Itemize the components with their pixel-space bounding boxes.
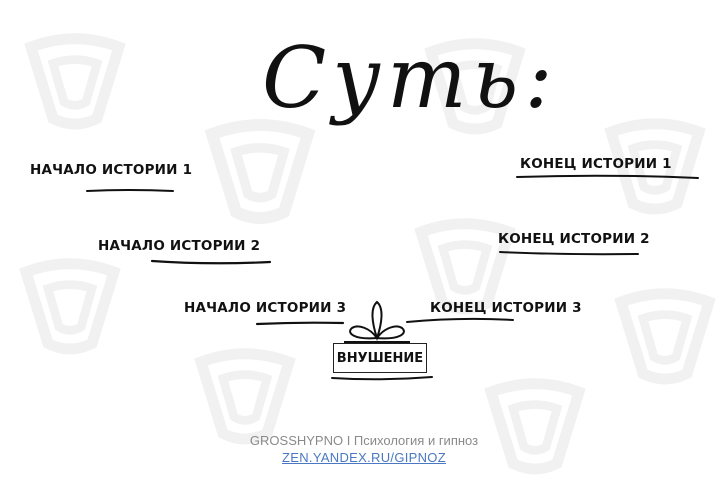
connector-stroke — [255, 321, 345, 326]
watermark-logo-icon — [24, 33, 126, 130]
page-title: Суть: — [262, 29, 559, 127]
underline-stroke — [499, 251, 639, 256]
watermark-logo-icon — [204, 119, 316, 224]
footer-link-wrapper: ZEN.YANDEX.RU/GIPNOZ — [0, 450, 728, 465]
underline-stroke — [331, 376, 433, 381]
underline-stroke — [516, 174, 699, 179]
story-end-3-label: КОНЕЦ ИСТОРИИ 3 — [430, 300, 582, 316]
watermark-logo-icon — [614, 288, 716, 385]
footer-link[interactable]: ZEN.YANDEX.RU/GIPNOZ — [282, 450, 446, 465]
gift-bow-icon — [344, 300, 410, 343]
story-start-1-label: НАЧАЛО ИСТОРИИ 1 — [30, 162, 193, 178]
story-start-2-label: НАЧАЛО ИСТОРИИ 2 — [98, 238, 261, 254]
footer-brand: GROSSHYPNO I Психология и гипноз — [249, 433, 479, 448]
underline-stroke — [150, 259, 272, 265]
story-end-1-label: КОНЕЦ ИСТОРИИ 1 — [520, 156, 672, 172]
story-end-2-label: КОНЕЦ ИСТОРИИ 2 — [498, 231, 650, 247]
suggestion-label: ВНУШЕНИЕ — [336, 350, 424, 366]
connector-stroke — [406, 317, 514, 323]
story-start-3-label: НАЧАЛО ИСТОРИИ 3 — [184, 300, 347, 316]
underline-stroke — [86, 189, 174, 192]
suggestion-box: ВНУШЕНИЕ — [333, 343, 427, 373]
watermark-logo-icon — [19, 258, 121, 355]
